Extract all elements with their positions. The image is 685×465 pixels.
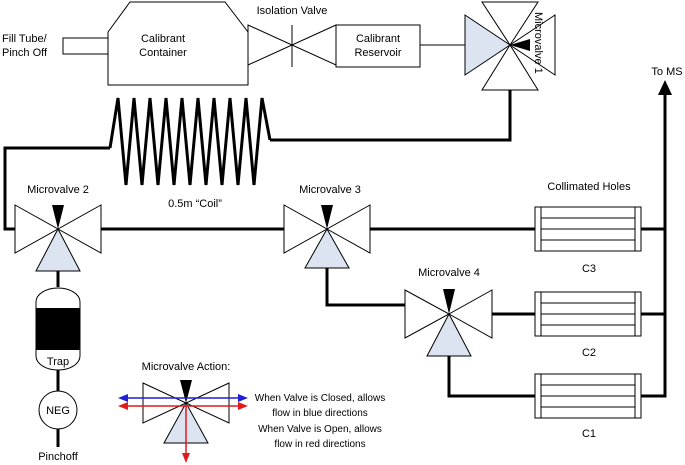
to-ms-arrow (658, 80, 672, 95)
collimated-holes-label: Collimated Holes (547, 181, 631, 193)
isolation-valve-label: Isolation Valve (257, 5, 328, 17)
calibrant-reservoir (335, 24, 421, 68)
collimated-holes-c3 (534, 206, 642, 252)
microvalve-3-label: Microvalve 3 (299, 184, 361, 196)
neg-label: NEG (46, 405, 70, 417)
legend-line-2: flow in blue directions (272, 408, 368, 419)
microvalve-2 (14, 204, 102, 272)
collimated-holes-c1 (534, 373, 642, 419)
trap (35, 287, 81, 371)
calibrant-container-label-2: Container (139, 47, 187, 59)
microvalve-4-label: Microvalve 4 (418, 267, 480, 279)
microvalve-action-legend (118, 380, 248, 463)
pipe-coil-mv2 (3, 146, 110, 231)
fill-tube (62, 37, 109, 55)
collimated-holes-c2 (534, 291, 642, 337)
legend-line-4: flow in red directions (274, 439, 365, 450)
microvalve-1 (464, 1, 556, 91)
pipe-mv1-coil (270, 90, 512, 142)
legend-line-3: When Valve is Open, allows (258, 424, 382, 435)
fill-tube-label-2: Pinch Off (2, 47, 48, 59)
microvalve-2-label: Microvalve 2 (27, 184, 89, 196)
microvalve-4 (404, 289, 493, 357)
isolation-valve-right (290, 24, 337, 66)
microvalve-1-label: Microvalve 1 (532, 12, 544, 74)
calibrant-container-label-1: Calibrant (141, 33, 185, 45)
trap-label: Trap (47, 356, 69, 368)
calibrant-reservoir-label-2: Reservoir (354, 47, 401, 59)
c3-label: C3 (582, 263, 596, 275)
to-ms-label: To MS (651, 66, 682, 78)
c2-label: C2 (582, 347, 596, 359)
microvalve-action-title: Microvalve Action: (142, 361, 231, 373)
c1-label: C1 (582, 428, 596, 440)
fill-tube-label-1: Fill Tube/ (2, 33, 48, 45)
calibrant-reservoir-label-1: Calibrant (356, 33, 400, 45)
microvalve-3 (283, 204, 371, 269)
pipe-to-ms (641, 93, 667, 398)
legend-line-1: When Valve is Closed, allows (255, 393, 385, 404)
isolation-valve (247, 24, 294, 66)
coil-label: 0.5m “Coil” (168, 198, 222, 210)
coil (108, 97, 272, 186)
pinchoff-label: Pinchoff (38, 451, 78, 463)
